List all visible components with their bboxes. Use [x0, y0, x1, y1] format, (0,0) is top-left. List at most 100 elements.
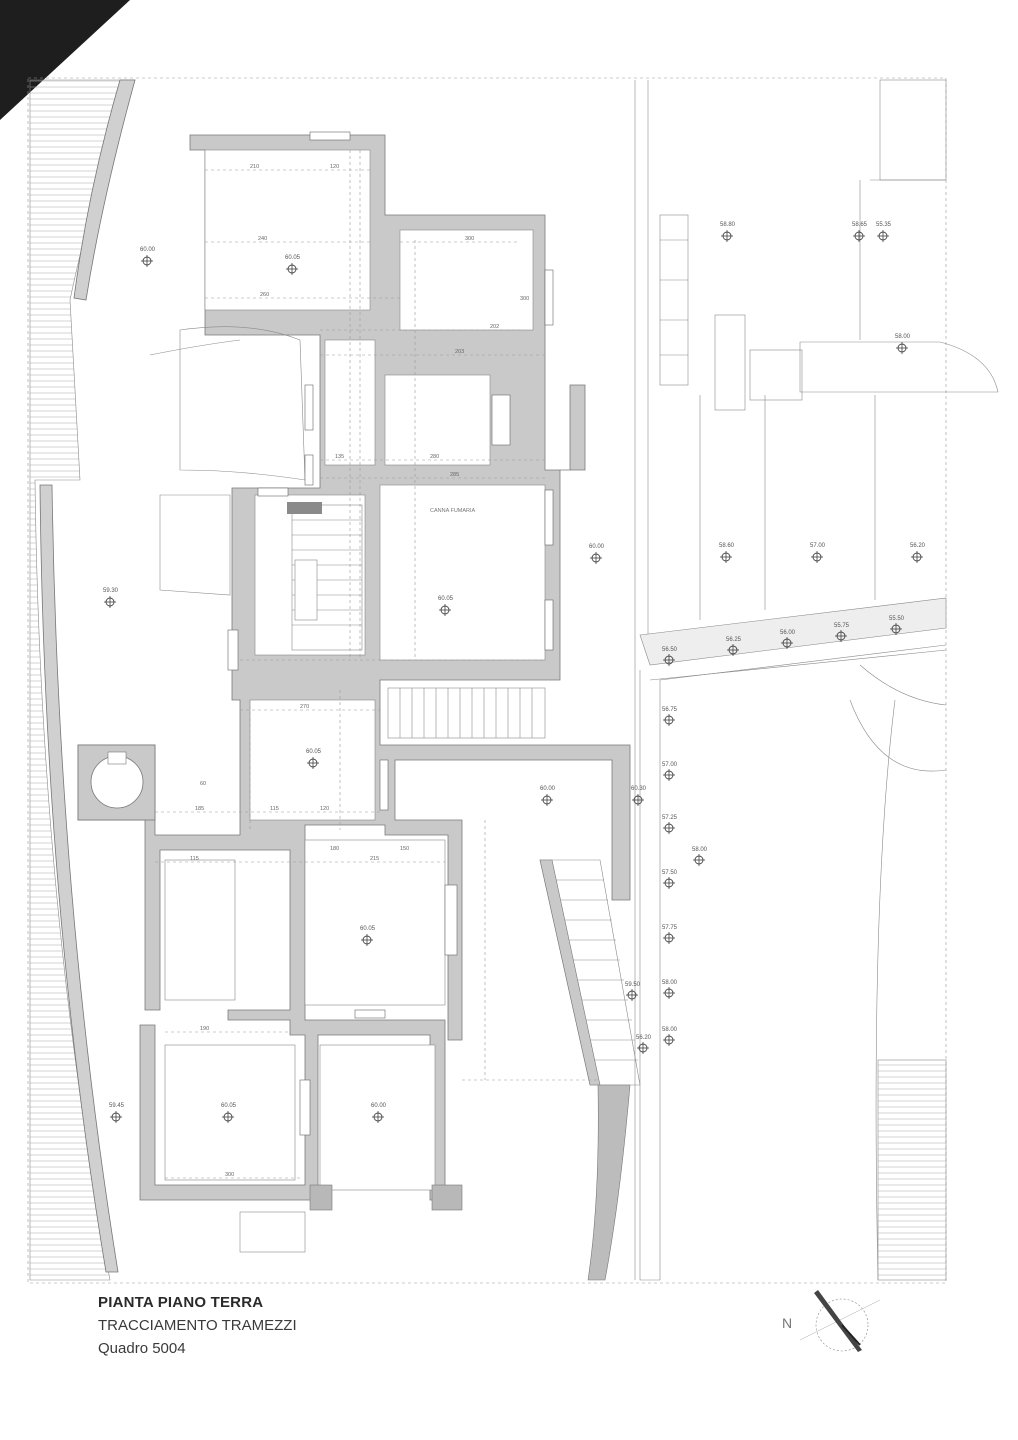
- dimension-label: 60: [200, 781, 206, 787]
- level-value: 56.25: [726, 637, 742, 643]
- dimension-label: 300: [225, 1172, 234, 1178]
- level-value: 58.00: [895, 334, 911, 340]
- level-value: 60.05: [306, 749, 322, 755]
- level-value: 58.80: [720, 222, 736, 228]
- level-value: 57.00: [662, 762, 678, 768]
- level-value: 60.00: [540, 786, 556, 792]
- dimension-label: 300: [465, 236, 474, 242]
- level-marker-lv25: 57.50: [662, 870, 678, 889]
- drawing-frame: [27, 77, 947, 1284]
- dimension-label: 215: [370, 856, 379, 862]
- dimension-label: 300: [520, 296, 529, 302]
- level-value: 56.00: [780, 630, 796, 636]
- level-value: 57.50: [662, 870, 678, 876]
- level-marker-lv3: 58.80: [720, 222, 736, 242]
- level-marker-lv18: 56.75: [662, 707, 678, 726]
- dimension-label: 203: [455, 349, 464, 355]
- level-value: 58.00: [662, 1027, 678, 1033]
- level-marker-lv4: 58.65: [852, 222, 868, 242]
- level-marker-lv34: 60.00: [371, 1103, 387, 1123]
- title-block: PIANTA PIANO TERRA TRACCIAMENTO TRAMEZZI…: [98, 1294, 297, 1357]
- drawing-title: PIANTA PIANO TERRA: [98, 1294, 264, 1311]
- level-marker-lv5: 55.35: [876, 222, 892, 242]
- level-value: 57.00: [810, 543, 826, 549]
- level-value: 56.20: [910, 543, 926, 549]
- level-value: 60.00: [371, 1103, 387, 1109]
- dimension-label: 120: [330, 164, 339, 170]
- level-value: 58.00: [662, 980, 678, 986]
- level-value: 58.00: [692, 847, 708, 853]
- level-value: 59.50: [625, 982, 641, 988]
- sheet-number: Quadro 5004: [98, 1340, 186, 1357]
- level-marker-lv8: 60.00: [589, 544, 605, 564]
- level-value: 55.75: [834, 623, 850, 629]
- level-value: 60.00: [140, 247, 156, 253]
- dimension-label: 202: [490, 324, 499, 330]
- level-value: 58.60: [719, 543, 735, 549]
- level-marker-lv32: 59.45: [109, 1103, 125, 1123]
- right-terrain: [149, 79, 999, 1281]
- north-label: N: [782, 1315, 792, 1331]
- level-value: 57.25: [662, 815, 678, 821]
- dimension-numbers: 210 120 240 260 300 300 202 203 135 280 …: [190, 164, 529, 1178]
- upper-left-wall: [73, 79, 136, 301]
- main-stair: [287, 502, 363, 651]
- level-marker-lv1: 60.00: [140, 247, 156, 267]
- level-marker-lv28: 59.50: [625, 982, 641, 1001]
- level-value: 60.00: [589, 544, 605, 550]
- dimension-label: 210: [250, 164, 259, 170]
- level-value: 60.05: [438, 596, 454, 602]
- level-value: 60.30: [631, 786, 647, 792]
- external-stair: [539, 859, 641, 1086]
- level-marker-lv6: 58.00: [895, 334, 911, 354]
- level-value: 55.35: [876, 222, 892, 228]
- level-marker-lv19: 60.05: [306, 749, 322, 769]
- level-marker-lv24: 58.00: [692, 847, 708, 866]
- level-marker-lv12: 56.20: [910, 543, 926, 563]
- dimension-label: 240: [258, 236, 267, 242]
- level-value: 56.50: [662, 647, 678, 653]
- level-marker-lv11: 57.00: [810, 543, 826, 563]
- level-marker-lv21: 60.00: [540, 786, 556, 806]
- level-value: 55.50: [889, 616, 905, 622]
- level-marker-lv31: 56.20: [636, 1035, 652, 1054]
- level-marker-lv13: 56.25: [726, 637, 742, 656]
- level-value: 56.20: [636, 1035, 652, 1041]
- dimension-label: 190: [200, 1026, 209, 1032]
- dimension-label: 180: [330, 846, 339, 852]
- drawing-subtitle: TRACCIAMENTO TRAMEZZI: [98, 1317, 297, 1334]
- level-value: 60.05: [285, 255, 301, 261]
- dimension-label: 150: [400, 846, 409, 852]
- room-label: CANNA FUMARIA: [430, 508, 476, 514]
- level-marker-lv16: 55.50: [889, 616, 905, 635]
- level-value: 59.30: [103, 588, 119, 594]
- dimension-label: 260: [260, 292, 269, 298]
- dimension-label: 285: [450, 472, 459, 478]
- left-curved-wall: [39, 484, 119, 1273]
- level-value: 60.05: [221, 1103, 237, 1109]
- dimension-label: 115: [190, 856, 199, 862]
- level-value: 58.65: [852, 222, 868, 228]
- north-arrow: N: [782, 1290, 881, 1352]
- level-marker-lv17: 56.50: [662, 647, 678, 666]
- dimension-lines: [155, 150, 600, 1179]
- level-markers: 60.00 60.05 58.80 58.65 55.35 58.00 59.3…: [103, 222, 926, 1123]
- level-marker-lv15: 55.75: [834, 623, 850, 642]
- level-marker-lv26: 60.05: [360, 926, 376, 946]
- level-value: 57.75: [662, 925, 678, 931]
- dimension-label: 270: [300, 704, 309, 710]
- level-marker-lv22: 60.30: [631, 786, 647, 806]
- level-marker-lv10: 58.60: [719, 543, 735, 563]
- level-marker-lv2: 60.05: [285, 255, 301, 275]
- level-value: 60.05: [360, 926, 376, 932]
- level-marker-lv23: 57.25: [662, 815, 678, 834]
- dimension-label: 120: [320, 806, 329, 812]
- dimension-label: 280: [430, 454, 439, 460]
- level-marker-lv20: 57.00: [662, 762, 678, 781]
- windows: [227, 131, 554, 1253]
- level-marker-lv29: 58.00: [662, 980, 678, 999]
- dimension-label: 115: [270, 806, 279, 812]
- dimension-label: 185: [195, 806, 204, 812]
- level-marker-lv7: 59.30: [103, 588, 119, 608]
